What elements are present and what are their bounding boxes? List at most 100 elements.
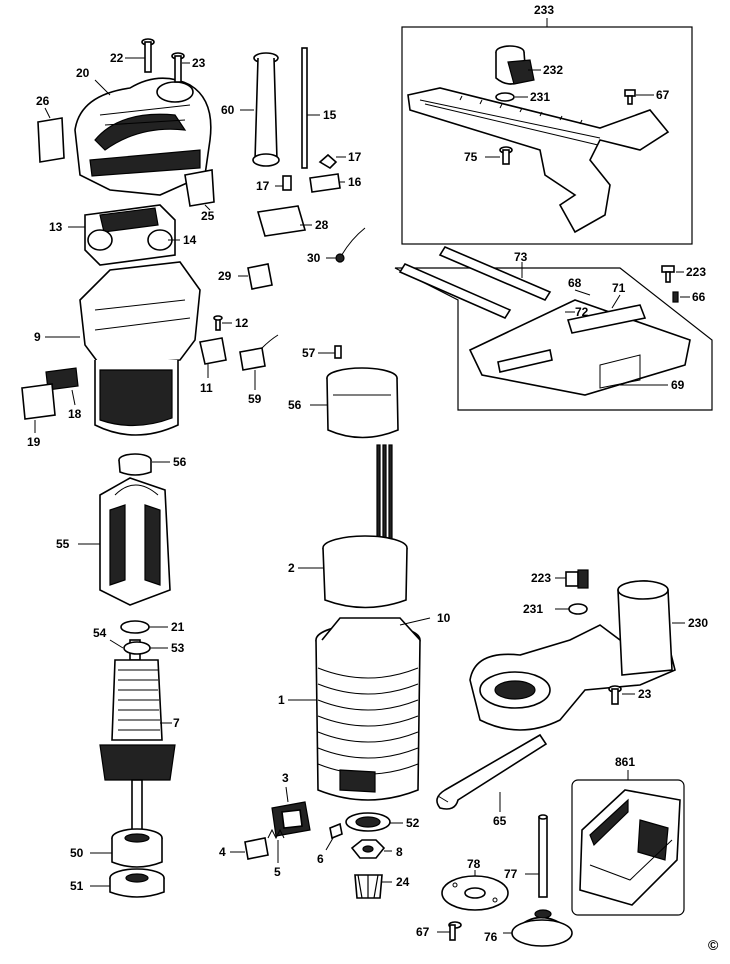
washer-231 bbox=[495, 92, 515, 102]
label-23-top: 23 bbox=[192, 56, 206, 70]
plate-16 bbox=[309, 173, 341, 193]
label-233: 233 bbox=[534, 3, 554, 17]
ring-56b bbox=[118, 453, 152, 476]
label-13: 13 bbox=[49, 220, 63, 234]
screw-23b bbox=[608, 685, 622, 705]
switch-cover-19 bbox=[21, 383, 56, 420]
screw-67b bbox=[448, 921, 462, 941]
label-25: 25 bbox=[201, 209, 215, 223]
copyright-mark: © bbox=[708, 937, 719, 953]
switch-29 bbox=[247, 263, 273, 290]
screw-75 bbox=[499, 146, 513, 165]
sub-base-78 bbox=[441, 875, 509, 911]
spring-5 bbox=[267, 828, 285, 840]
nut-8 bbox=[350, 839, 386, 859]
label-69: 69 bbox=[671, 378, 685, 392]
label-73: 73 bbox=[514, 250, 528, 264]
washer-21 bbox=[120, 620, 150, 634]
screw-67 bbox=[624, 89, 636, 105]
bearing-50 bbox=[111, 828, 163, 868]
label-56-mid: 56 bbox=[173, 455, 187, 469]
button-4 bbox=[244, 837, 269, 860]
label-59: 59 bbox=[248, 392, 262, 406]
collet-24 bbox=[354, 874, 383, 899]
rod-15 bbox=[301, 47, 308, 169]
label-26 bbox=[37, 117, 65, 163]
label-66: 66 bbox=[692, 290, 706, 304]
collar-2 bbox=[322, 535, 408, 609]
wrench-65 bbox=[436, 733, 548, 810]
label-10: 10 bbox=[437, 611, 451, 625]
label-20: 20 bbox=[76, 66, 90, 80]
label-54: 54 bbox=[93, 626, 107, 640]
spring-66 bbox=[672, 291, 679, 303]
label-4: 4 bbox=[219, 845, 226, 859]
carbon-brush-59 bbox=[239, 334, 279, 371]
armature-7 bbox=[99, 639, 176, 831]
label-17-right: 17 bbox=[348, 150, 362, 164]
label-11: 11 bbox=[200, 381, 213, 395]
label-22: 22 bbox=[110, 51, 124, 65]
label-75: 75 bbox=[464, 150, 478, 164]
washer-231b bbox=[568, 603, 588, 615]
motor-cover-20 bbox=[74, 77, 212, 196]
label-51: 51 bbox=[70, 879, 84, 893]
lock-button-3 bbox=[271, 801, 311, 837]
rods-73 bbox=[398, 245, 552, 320]
label-14: 14 bbox=[183, 233, 197, 247]
screw-17a bbox=[318, 153, 338, 170]
edge-guide-kit-box bbox=[401, 18, 693, 245]
offset-base-230 bbox=[469, 580, 676, 731]
base-1 bbox=[315, 617, 421, 801]
edge-guide-rail bbox=[407, 87, 670, 234]
label-9: 9 bbox=[34, 330, 41, 344]
label-72: 72 bbox=[575, 305, 589, 319]
label-68: 68 bbox=[568, 276, 582, 290]
label-65: 65 bbox=[493, 814, 507, 828]
motor-housing-9 bbox=[79, 261, 201, 436]
label-7: 7 bbox=[173, 716, 180, 730]
screw-22 bbox=[141, 38, 155, 73]
label-8: 8 bbox=[396, 845, 403, 859]
label-231-mid: 231 bbox=[523, 602, 543, 616]
knob-223b bbox=[565, 569, 589, 589]
label-78: 78 bbox=[467, 857, 481, 871]
label-25 bbox=[184, 169, 215, 207]
label-861: 861 bbox=[615, 755, 635, 769]
label-55: 55 bbox=[56, 537, 70, 551]
edge-guide-box-69 bbox=[394, 267, 713, 411]
label-23-mid: 23 bbox=[638, 687, 652, 701]
ring-nut-52 bbox=[345, 812, 391, 832]
label-30: 30 bbox=[307, 251, 321, 265]
cone-76 bbox=[511, 909, 573, 947]
label-231-top: 231 bbox=[530, 90, 550, 104]
label-29: 29 bbox=[218, 269, 232, 283]
brush-holder-11 bbox=[199, 337, 227, 365]
label-71: 71 bbox=[612, 281, 626, 295]
label-57: 57 bbox=[302, 346, 316, 360]
label-76: 76 bbox=[484, 930, 498, 944]
label-3: 3 bbox=[282, 771, 289, 785]
label-60: 60 bbox=[221, 103, 235, 117]
label-56-top: 56 bbox=[288, 398, 302, 412]
label-19: 19 bbox=[27, 435, 41, 449]
pin-57 bbox=[334, 345, 342, 359]
pin-17b bbox=[282, 175, 292, 191]
label-15: 15 bbox=[323, 108, 337, 122]
label-77: 77 bbox=[504, 867, 518, 881]
label-223-top: 223 bbox=[686, 265, 706, 279]
label-5: 5 bbox=[274, 865, 281, 879]
label-21: 21 bbox=[171, 620, 185, 634]
label-26: 26 bbox=[36, 94, 50, 108]
label-67-top: 67 bbox=[656, 88, 670, 102]
centering-pin-77 bbox=[538, 814, 548, 898]
ring-56a bbox=[326, 367, 399, 439]
guide-plate-68 bbox=[468, 299, 691, 396]
label-1: 1 bbox=[278, 693, 285, 707]
label-16: 16 bbox=[348, 175, 362, 189]
brush-holder-13-14 bbox=[84, 204, 176, 266]
tube-60 bbox=[252, 52, 280, 167]
bearing-51 bbox=[109, 868, 165, 898]
bracket-28 bbox=[256, 205, 307, 237]
